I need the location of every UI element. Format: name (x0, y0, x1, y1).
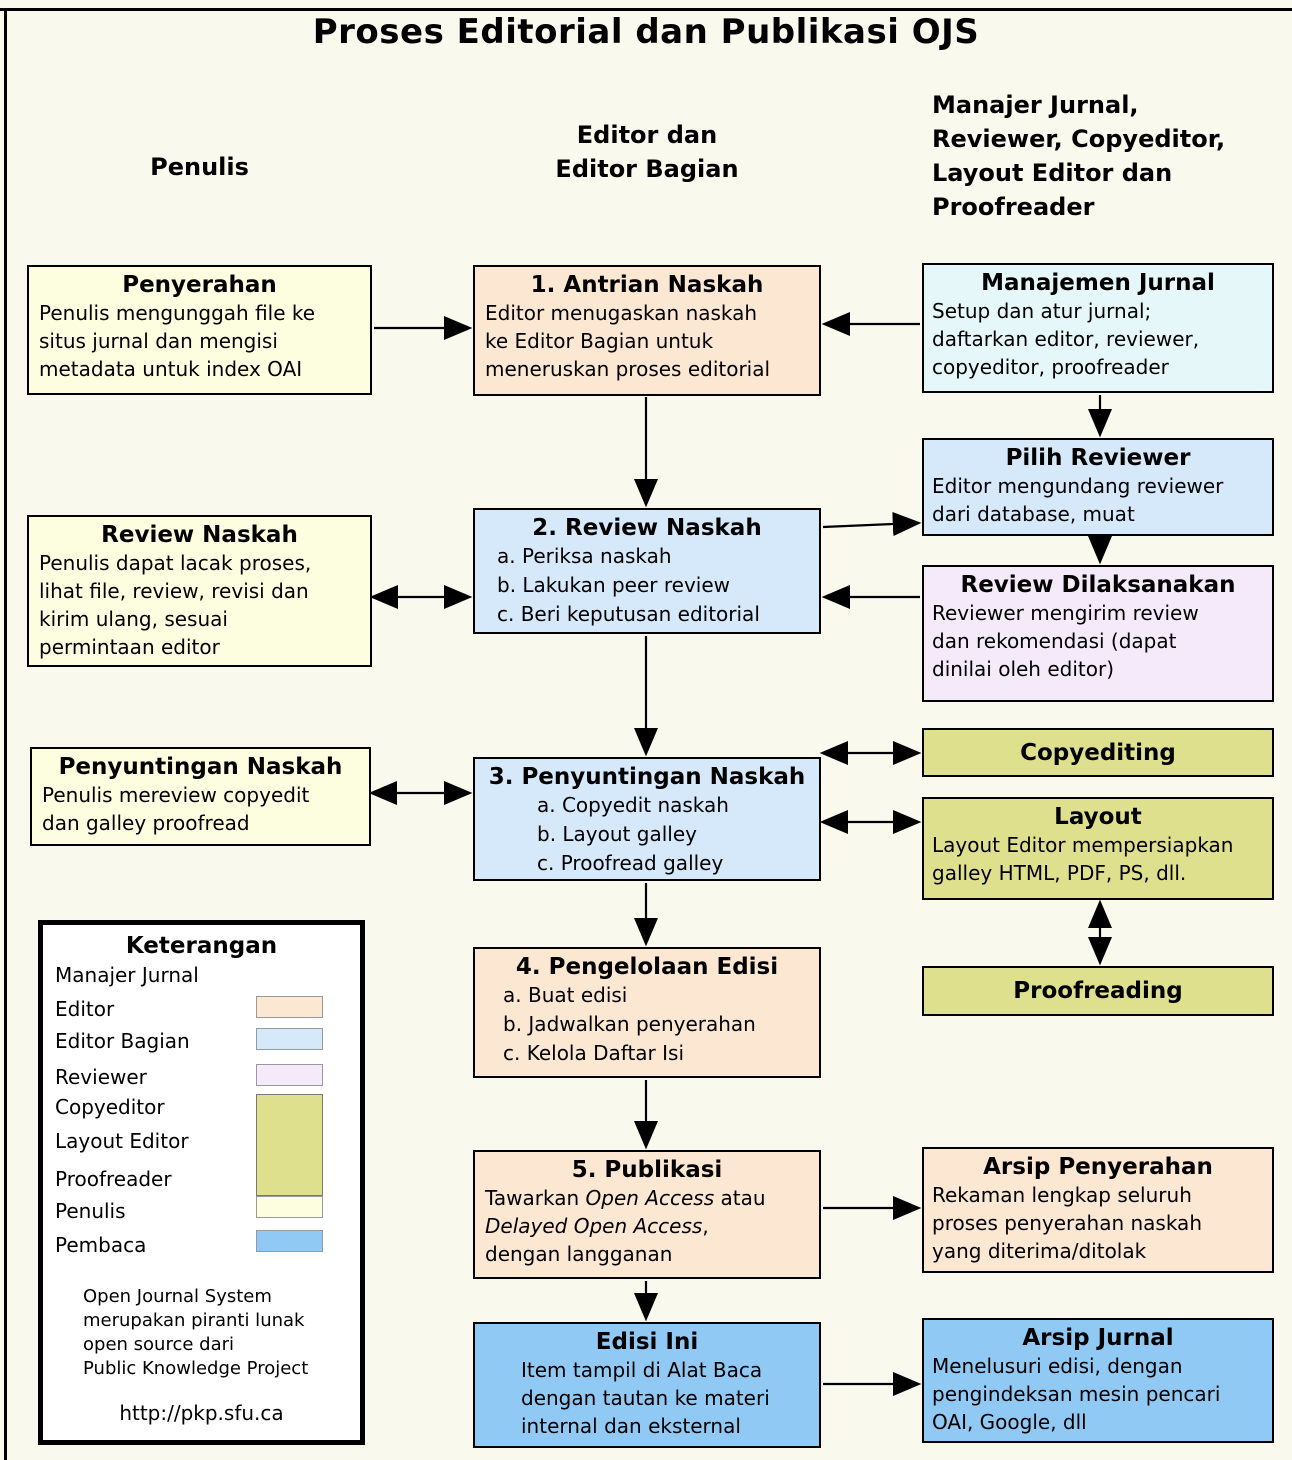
box-edisi-ini-title: Edisi Ini (595, 1329, 699, 1355)
box-manajemen-jurnal: Manajemen Jurnal Setup dan atur jurnal; … (922, 263, 1274, 393)
legend: Keterangan Manajer Jurnal Editor Editor … (38, 920, 365, 1445)
legend-label-editor: Editor (55, 997, 115, 1021)
box-publikasi: 5. Publikasi Tawarkan Open Access atau D… (473, 1150, 821, 1279)
box-review-naskah-penulis: Review Naskah Penulis dapat lacak proses… (27, 515, 372, 667)
box-pengelolaan-edisi: 4. Pengelolaan Edisi a. Buat edisi b. Ja… (473, 947, 821, 1078)
box-pengelolaan-edisi-title: 4. Pengelolaan Edisi (515, 954, 779, 980)
legend-title: Keterangan (125, 933, 278, 959)
box-proofreading-title: Proofreading (1013, 978, 1183, 1004)
list-item: a. Buat edisi (503, 983, 628, 1007)
box-pilih-reviewer-title: Pilih Reviewer (1005, 445, 1191, 471)
legend-note: Open Journal System merupakan piranti lu… (83, 1286, 309, 1379)
legend-swatch-pembaca (256, 1230, 323, 1252)
list-item: c. Beri keputusan editorial (497, 602, 760, 626)
box-arsip-jurnal: Arsip Jurnal Menelusuri edisi, dengan pe… (922, 1318, 1274, 1443)
box-antrian-naskah-body: Editor menugaskan naskah ke Editor Bagia… (485, 301, 771, 381)
column-header-editor: Editor dan Editor Bagian (555, 121, 739, 183)
legend-label-reviewer: Reviewer (55, 1065, 147, 1089)
legend-url: http://pkp.sfu.ca (119, 1401, 284, 1425)
list-item: b. Layout galley (537, 822, 697, 846)
box-antrian-naskah: 1. Antrian Naskah Editor menugaskan nask… (473, 265, 821, 396)
list-item: b. Lakukan peer review (497, 573, 730, 597)
column-header-manajer-jurnal: Manajer Jurnal, Reviewer, Copyeditor, La… (932, 91, 1226, 221)
box-review-dilaksanakan-title: Review Dilaksanakan (960, 572, 1236, 598)
box-copyediting-title: Copyediting (1020, 739, 1176, 766)
column-header-penulis: Penulis (150, 153, 249, 181)
box-penyuntingan-naskah-penulis: Penyuntingan Naskah Penulis mereview cop… (30, 747, 371, 846)
box-review-dilaksanakan: Review Dilaksanakan Reviewer mengirim re… (922, 565, 1274, 702)
box-antrian-naskah-title: 1. Antrian Naskah (530, 272, 764, 298)
legend-label-pembaca: Pembaca (55, 1233, 147, 1257)
box-review-naskah-penulis-title: Review Naskah (101, 522, 298, 548)
box-penyuntingan-naskah-penulis-body: Penulis mereview copyedit dan galley pro… (42, 783, 310, 835)
box-arsip-penyerahan: Arsip Penyerahan Rekaman lengkap seluruh… (922, 1147, 1274, 1273)
box-manajemen-jurnal-body: Setup dan atur jurnal; daftarkan editor,… (932, 299, 1200, 379)
list-item: c. Kelola Daftar Isi (503, 1041, 684, 1065)
box-edisi-ini: Edisi Ini Item tampil di Alat Baca denga… (473, 1322, 821, 1448)
box-penyuntingan-naskah-penulis-title: Penyuntingan Naskah (58, 754, 343, 780)
box-publikasi-title: 5. Publikasi (571, 1157, 723, 1183)
legend-swatch-penulis (256, 1196, 323, 1218)
box-layout-body: Layout Editor mempersiapkan galley HTML,… (932, 833, 1234, 885)
box-arsip-penyerahan-title: Arsip Penyerahan (983, 1154, 1213, 1180)
legend-swatch-editor (256, 996, 323, 1018)
list-item: b. Jadwalkan penyerahan (503, 1012, 756, 1036)
page-border-left (4, 8, 7, 1460)
box-copyediting: Copyediting (922, 728, 1274, 777)
page-border-top (0, 8, 1292, 11)
box-penyerahan-title: Penyerahan (122, 272, 277, 298)
box-arsip-jurnal-title: Arsip Jurnal (1022, 1325, 1174, 1351)
box-manajemen-jurnal-title: Manajemen Jurnal (981, 270, 1215, 296)
legend-label-penulis: Penulis (55, 1199, 126, 1223)
list-item: a. Copyedit naskah (537, 793, 729, 817)
list-item: a. Periksa naskah (497, 544, 672, 568)
box-arsip-penyerahan-body: Rekaman lengkap seluruh proses penyeraha… (932, 1183, 1202, 1263)
arrow-review-to-pilih-reviewer (822, 511, 922, 537)
legend-label-editor-bagian: Editor Bagian (55, 1029, 190, 1053)
page-title: Proses Editorial dan Publikasi OJS (312, 12, 980, 52)
legend-label-proofreader: Proofreader (55, 1167, 172, 1191)
legend-swatch-editor-bagian (256, 1028, 323, 1050)
box-edisi-ini-body: Item tampil di Alat Baca dengan tautan k… (521, 1358, 770, 1438)
legend-label-copyeditor: Copyeditor (55, 1095, 165, 1119)
box-review-naskah-editor: 2. Review Naskah a. Periksa naskah b. La… (473, 508, 821, 634)
box-pilih-reviewer-body: Editor mengundang reviewer dari database… (932, 474, 1224, 526)
legend-label-manajer-jurnal: Manajer Jurnal (55, 963, 199, 987)
box-layout-title: Layout (1054, 804, 1142, 830)
box-publikasi-body: Tawarkan Open Access atau Delayed Open A… (485, 1186, 766, 1266)
legend-swatch-copyeditor-layout-proofreader (256, 1094, 323, 1196)
legend-label-layout-editor: Layout Editor (55, 1129, 189, 1153)
box-pilih-reviewer: Pilih Reviewer Editor mengundang reviewe… (922, 438, 1274, 536)
box-penyuntingan-naskah-editor: 3. Penyuntingan Naskah a. Copyedit naska… (473, 757, 821, 881)
box-layout: Layout Layout Editor mempersiapkan galle… (922, 797, 1274, 900)
box-review-naskah-editor-title: 2. Review Naskah (532, 515, 762, 541)
box-review-dilaksanakan-body: Reviewer mengirim review dan rekomendasi… (932, 601, 1199, 681)
box-review-naskah-penulis-body: Penulis dapat lacak proses, lihat file, … (39, 551, 312, 659)
box-penyerahan: Penyerahan Penulis mengunggah file ke si… (27, 265, 372, 395)
box-arsip-jurnal-body: Menelusuri edisi, dengan pengindeksan me… (932, 1354, 1221, 1434)
box-proofreading: Proofreading (922, 966, 1274, 1016)
legend-swatch-reviewer (256, 1064, 323, 1086)
box-penyuntingan-naskah-editor-title: 3. Penyuntingan Naskah (488, 764, 806, 790)
box-penyerahan-body: Penulis mengunggah file ke situs jurnal … (39, 301, 316, 381)
list-item: c. Proofread galley (537, 851, 724, 875)
